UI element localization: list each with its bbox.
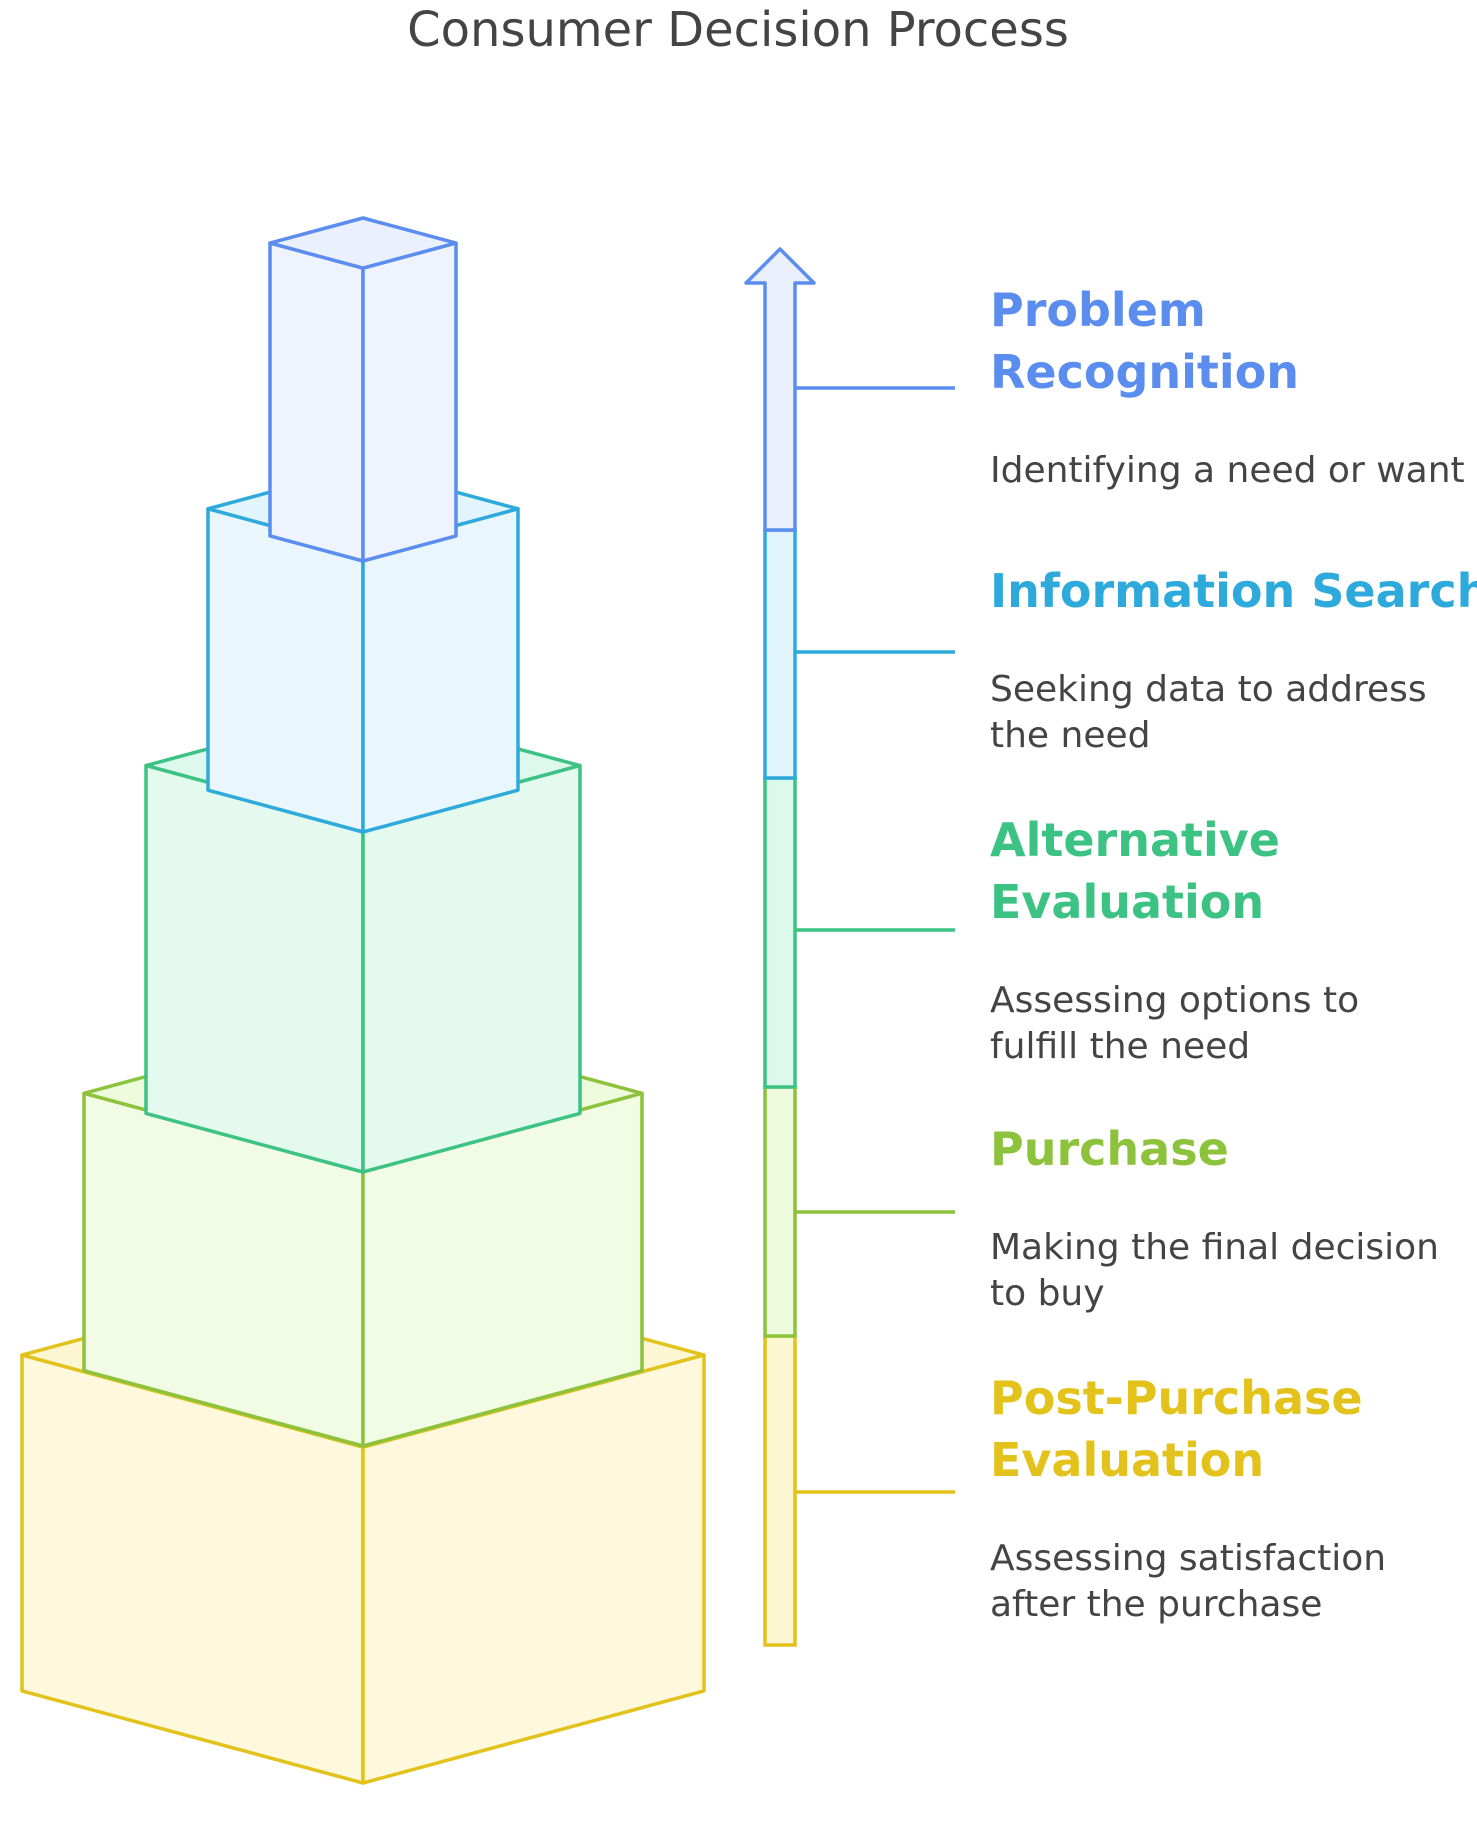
stage-title: Post-Purchase [990,1371,1363,1425]
arrow-bar [763,528,797,780]
stage-block-2 [206,465,520,834]
stage-title: Information Search [990,564,1477,618]
arrow-segment-5 [763,1334,955,1647]
stage-description: Seeking data to address [990,669,1427,710]
stage-description: Identifying a need or want [990,450,1465,491]
arrowhead-icon [744,247,816,532]
block-left-face [144,763,365,1174]
stage-title: Evaluation [990,875,1264,929]
stage-title: Problem [990,283,1206,337]
arrow-segment-2 [763,528,955,780]
block-stack [20,216,706,1785]
stage-block-1 [268,216,458,563]
diagram-title: Consumer Decision Process [407,2,1069,58]
block-left-face [206,507,365,834]
stage-description: Assessing options to [990,980,1359,1021]
arrow-bar [763,776,797,1089]
arrow-bar [763,1085,797,1338]
stage-title: Purchase [990,1122,1229,1176]
arrow-segment-4 [763,1085,955,1338]
progress-arrow [744,247,955,1647]
stage-description: Assessing satisfaction [990,1538,1386,1579]
arrow-segment-1 [744,247,955,532]
arrow-segment-3 [763,776,955,1089]
block-right-face [361,507,520,834]
block-left-face [268,241,365,563]
stage-title: Recognition [990,345,1299,399]
stage-description: to buy [990,1273,1105,1314]
stage-description: Making the final decision [990,1227,1439,1268]
block-right-face [361,763,582,1174]
stage-description: fulfill the need [990,1026,1250,1067]
stage-title: Evaluation [990,1433,1264,1487]
stage-title: Alternative [990,813,1280,867]
stage-description: after the purchase [990,1584,1322,1625]
block-right-face [361,241,458,563]
arrow-bar [763,1334,797,1647]
stage-description: the need [990,715,1151,756]
